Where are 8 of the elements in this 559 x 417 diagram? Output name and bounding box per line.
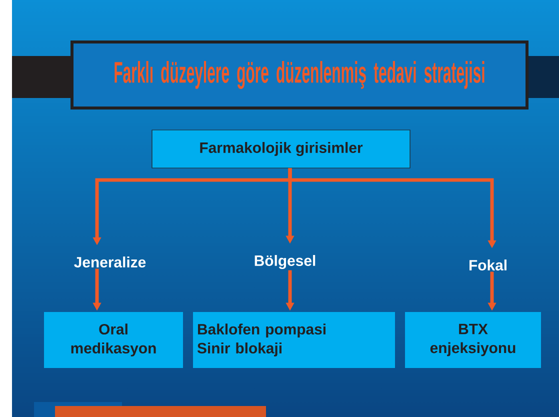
process-box: Farmakolojik girisimler — [152, 130, 410, 168]
category-label: Fokal — [470, 260, 506, 270]
category-label: Jeneralize — [74, 256, 146, 268]
title-box: Farklı düzeylere göre düzenlenmiş tedavi stratejisi — [70, 40, 528, 110]
process-box: Baklofen pompasi Sinir blokaji — [193, 312, 395, 368]
process-box: Oral medikasyon — [44, 312, 183, 368]
category-label: Bölgesel — [254, 255, 316, 269]
process-box: BTX enjeksiyonu — [405, 312, 541, 368]
